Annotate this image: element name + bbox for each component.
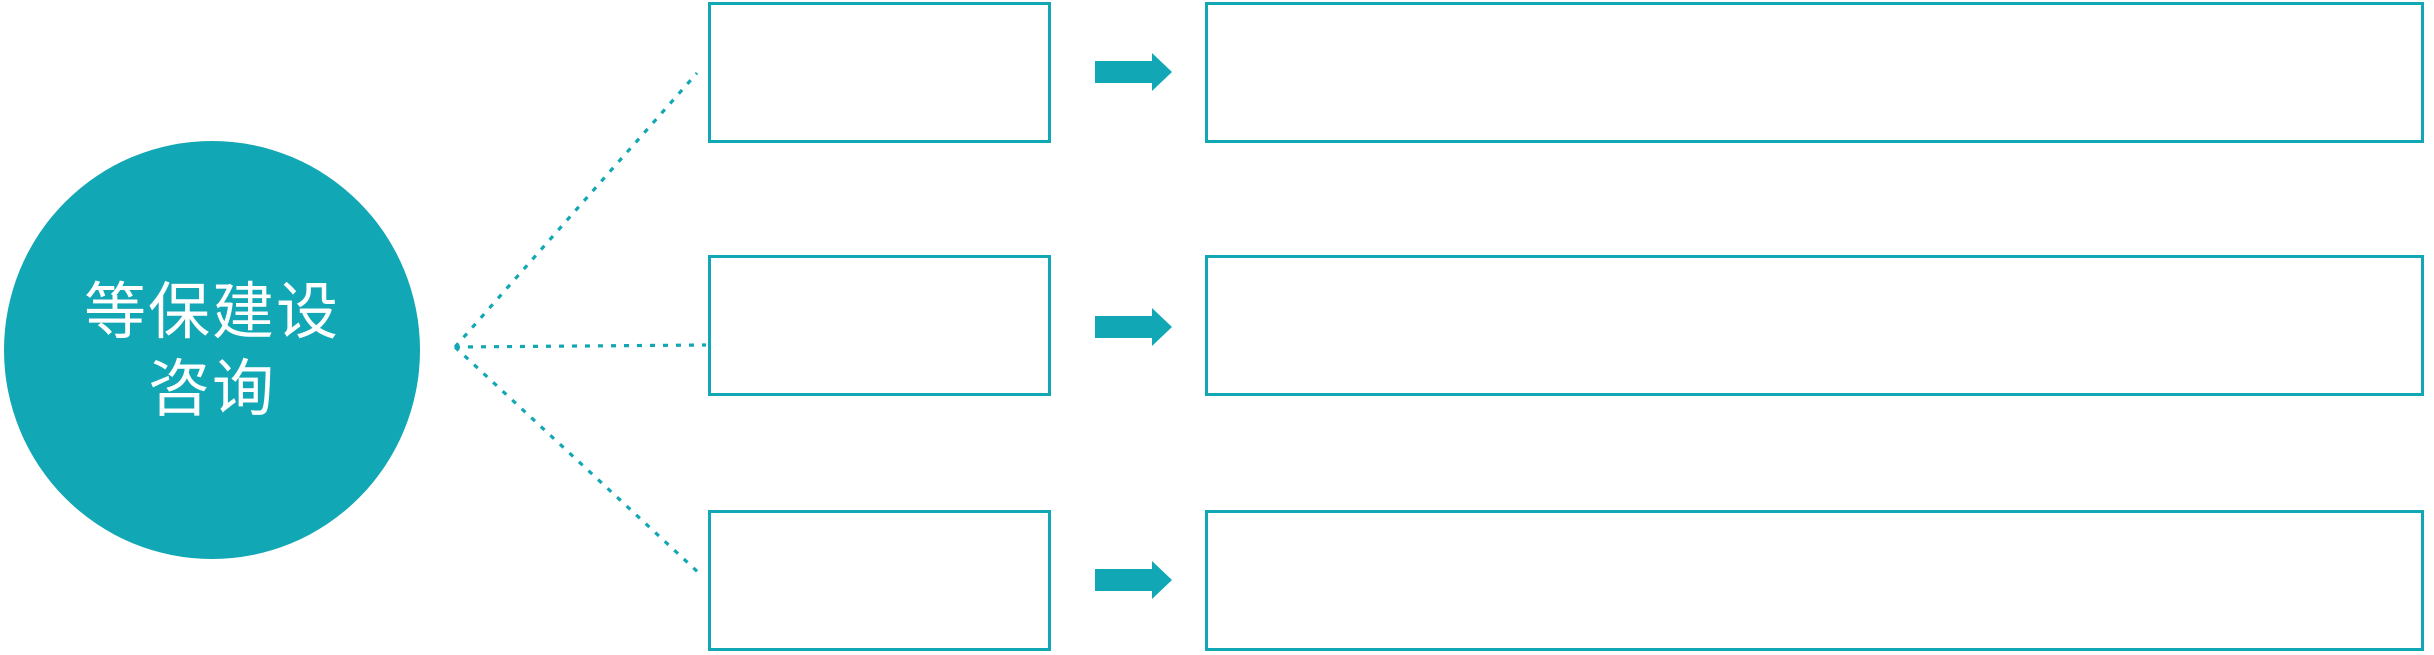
- stage-box-3: [708, 510, 1051, 651]
- topic-circle-label-line1: 等保建设: [83, 275, 340, 348]
- arrow-head: [1152, 561, 1172, 599]
- dotted-connector-top-icon: [453, 71, 699, 349]
- detail-box-1: [1205, 2, 2424, 143]
- dotted-connector-bottom-icon: [453, 345, 702, 576]
- detail-box-2: [1205, 255, 2424, 396]
- arrow-shaft: [1095, 61, 1153, 83]
- topic-circle-label-line2: 咨询: [147, 352, 276, 425]
- arrow-shaft: [1095, 569, 1153, 591]
- stage-box-1: [708, 2, 1051, 143]
- right-arrow-icon: [1095, 561, 1172, 599]
- stage-box-2: [708, 255, 1051, 396]
- right-arrow-icon: [1095, 53, 1172, 91]
- arrow-head: [1152, 53, 1172, 91]
- topic-circle: 等保建设 咨询: [4, 141, 420, 559]
- arrow-shaft: [1095, 316, 1153, 338]
- dotted-connector-middle-icon: [454, 343, 707, 349]
- detail-box-3: [1205, 510, 2424, 651]
- topic-circle-label: 等保建设 咨询: [84, 273, 340, 427]
- right-arrow-icon: [1095, 308, 1172, 346]
- arrow-head: [1152, 308, 1172, 346]
